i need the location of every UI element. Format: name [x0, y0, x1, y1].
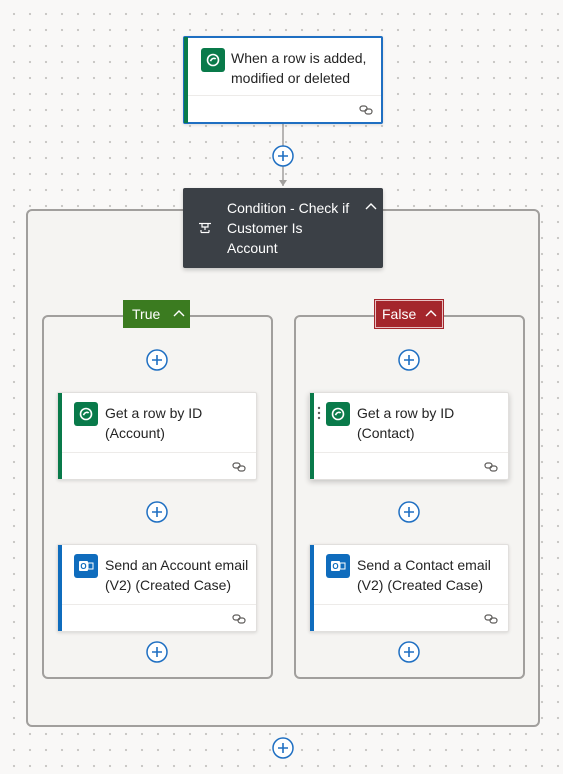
card-accent	[310, 393, 314, 479]
condition-card[interactable]: Condition - Check if Customer Is Account	[183, 188, 383, 268]
add-step-button[interactable]	[146, 641, 168, 663]
card-accent	[58, 545, 62, 631]
send-account-email-title: Send an Account email (V2) (Created Case…	[105, 557, 249, 593]
outlook-icon: O	[326, 554, 350, 578]
card-footer	[314, 604, 508, 631]
get-row-account-card[interactable]: Get a row by ID (Account)	[57, 392, 257, 480]
add-step-button[interactable]	[272, 737, 294, 759]
card-footer	[314, 452, 508, 479]
outlook-icon: O	[74, 554, 98, 578]
dataverse-icon	[201, 48, 225, 72]
get-row-account-title: Get a row by ID (Account)	[105, 405, 203, 441]
add-step-button[interactable]	[398, 501, 420, 523]
collapse-chevron-icon[interactable]	[425, 309, 437, 317]
card-accent	[310, 545, 314, 631]
add-step-button[interactable]	[146, 501, 168, 523]
collapse-chevron-icon[interactable]	[173, 309, 185, 317]
true-label-text: True	[132, 306, 161, 322]
send-contact-email-title: Send a Contact email (V2) (Created Case)	[357, 557, 491, 593]
get-row-contact-title: Get a row by ID (Contact)	[357, 405, 455, 441]
svg-text:O: O	[332, 562, 338, 571]
svg-text:O: O	[80, 562, 86, 571]
add-step-button[interactable]	[398, 349, 420, 371]
condition-icon	[199, 222, 211, 234]
card-footer	[62, 452, 256, 479]
condition-title: Condition - Check if Customer Is Account	[227, 200, 350, 256]
add-step-button[interactable]	[146, 349, 168, 371]
card-footer	[62, 604, 256, 631]
trigger-footer	[188, 95, 381, 122]
add-step-button[interactable]	[398, 641, 420, 663]
link-icon	[232, 462, 246, 472]
send-account-email-card[interactable]: O Send an Account email (V2) (Created Ca…	[57, 544, 257, 632]
dataverse-icon	[326, 402, 350, 426]
trigger-card[interactable]: When a row is added, modified or deleted	[183, 36, 383, 124]
send-contact-email-card[interactable]: O Send a Contact email (V2) (Created Cas…	[309, 544, 509, 632]
get-row-contact-card[interactable]: Get a row by ID (Contact)	[309, 392, 509, 480]
false-branch-label[interactable]: False	[375, 300, 443, 328]
drag-handle-icon[interactable]	[317, 406, 321, 420]
trigger-title: When a row is added, modified or deleted	[231, 50, 367, 86]
dataverse-icon	[74, 402, 98, 426]
card-accent	[58, 393, 62, 479]
false-label-text: False	[382, 306, 417, 322]
link-icon	[484, 614, 498, 624]
link-icon	[359, 105, 373, 115]
link-icon	[484, 462, 498, 472]
link-icon	[232, 614, 246, 624]
true-branch-label[interactable]: True	[123, 300, 190, 328]
add-step-button[interactable]	[272, 145, 294, 167]
trigger-accent	[184, 37, 188, 123]
collapse-chevron-icon[interactable]	[365, 202, 377, 210]
